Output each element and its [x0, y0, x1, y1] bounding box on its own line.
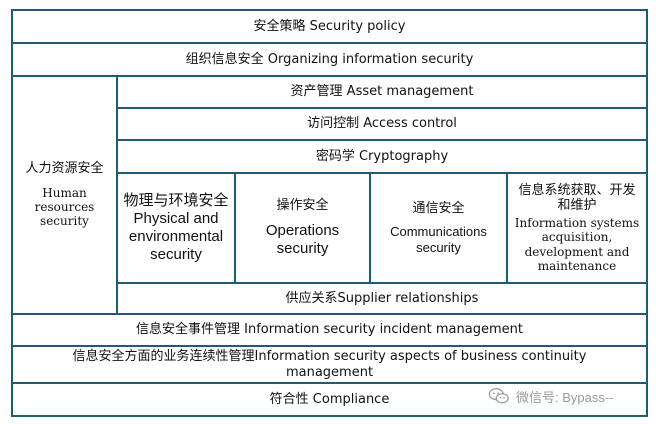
hr-security-column: 人力资源安全 Human resources security [11, 75, 118, 315]
row-cryptography: 密码学 Cryptography [116, 139, 648, 174]
operations-en-label: Operations security [265, 221, 340, 257]
security-policy-label: 安全策略 Security policy [253, 18, 406, 34]
row-incident-management: 信息安全事件管理 Information security incident m… [11, 313, 648, 347]
physical-label: 物理与环境安全Physical and environmental securi… [123, 192, 229, 263]
cell-information-systems: 信息系统获取、开发和维护 Information systems acquisi… [506, 172, 648, 284]
cell-communications-security: 通信安全 Communications security [369, 172, 508, 284]
systems-en-label: Information systems acquisition, develop… [514, 215, 640, 273]
watermark-text: 微信号: Bypass-- [516, 389, 614, 405]
supplier-label: 供应关系Supplier relationships [285, 290, 479, 306]
row-compliance: 符合性 Compliance [11, 382, 648, 417]
organizing-label: 组织信息安全 Organizing information security [185, 51, 474, 67]
row-business-continuity: 信息安全方面的业务连续性管理Information security aspec… [11, 345, 648, 384]
row-security-policy: 安全策略 Security policy [11, 9, 648, 44]
row-organizing-information-security: 组织信息安全 Organizing information security [11, 42, 648, 77]
communications-cn-label: 通信安全 [412, 200, 465, 216]
wechat-icon [488, 388, 509, 404]
operations-cn-label: 操作安全 [276, 198, 329, 214]
cell-operations-security: 操作安全 Operations security [234, 172, 371, 284]
row-access-control: 访问控制 Access control [116, 107, 648, 141]
asset-label: 资产管理 Asset management [290, 84, 474, 100]
row-asset-management: 资产管理 Asset management [116, 75, 648, 109]
cell-physical-environmental: 物理与环境安全Physical and environmental securi… [116, 172, 236, 284]
incident-label: 信息安全事件管理 Information security incident m… [136, 322, 523, 338]
access-label: 访问控制 Access control [307, 116, 457, 132]
continuity-label: 信息安全方面的业务连续性管理Information security aspec… [72, 348, 587, 380]
hr-cn-label: 人力资源安全 [25, 161, 104, 177]
hr-en-label: Human resources security [34, 185, 95, 229]
wechat-watermark: 微信号: Bypass-- [488, 384, 653, 408]
systems-cn-label: 信息系统获取、开发和维护 [518, 182, 636, 214]
compliance-label: 符合性 Compliance [269, 391, 390, 407]
communications-en-label: Communications security [390, 224, 487, 255]
crypto-label: 密码学 Cryptography [315, 148, 449, 164]
row-supplier-relationships: 供应关系Supplier relationships [116, 282, 648, 315]
